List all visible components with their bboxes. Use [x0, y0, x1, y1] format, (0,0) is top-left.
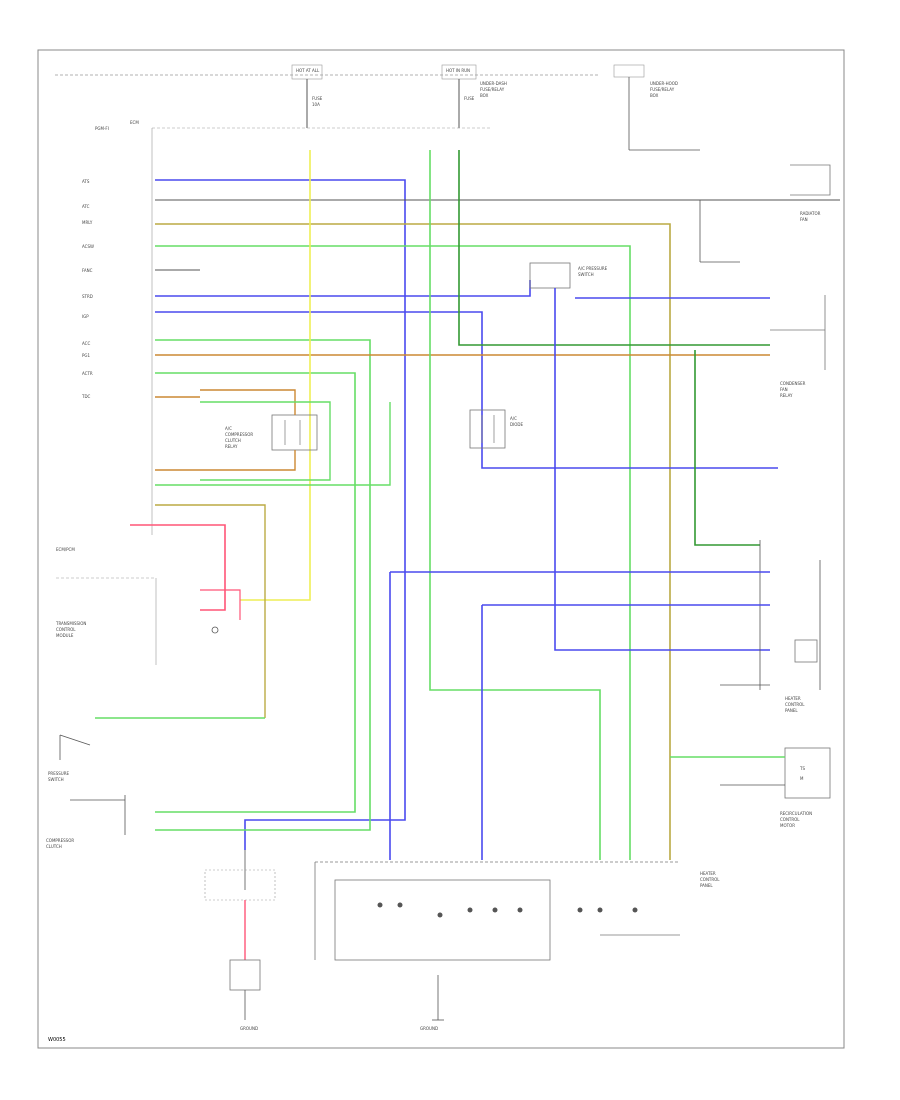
blower-switch-assembly: HEATER CONTROL PANEL	[314, 861, 720, 961]
wire-green-top-a	[429, 150, 601, 860]
svg-text:MOTOR: MOTOR	[780, 823, 795, 828]
svg-text:TRANSMISSION: TRANSMISSION	[55, 621, 86, 626]
svg-text:FUSE: FUSE	[464, 96, 475, 101]
wire-blue-pressure	[554, 288, 770, 651]
svg-text:RELAY: RELAY	[780, 393, 793, 398]
svg-text:PG1: PG1	[82, 353, 91, 358]
svg-text:ACTR: ACTR	[82, 371, 93, 376]
svg-text:DIODE: DIODE	[510, 422, 523, 427]
pressure-switch: PRESSURE SWITCH	[48, 734, 91, 782]
svg-text:MRLY: MRLY	[82, 220, 93, 225]
svg-text:HOT AT ALL: HOT AT ALL	[296, 68, 320, 73]
ambient-sensor: COMPRESSOR CLUTCH	[46, 795, 126, 849]
svg-text:SWITCH: SWITCH	[578, 272, 594, 277]
svg-text:PANEL: PANEL	[700, 883, 713, 888]
svg-text:TS: TS	[799, 766, 805, 771]
svg-text:UNDER-HOOD: UNDER-HOOD	[650, 81, 678, 86]
condenser-fan-relay: A/C DIODE	[469, 409, 523, 449]
wire-green-relay-a	[200, 401, 331, 481]
svg-text:M: M	[800, 776, 804, 781]
wire-red-a	[130, 524, 226, 611]
svg-text:PRESSURE: PRESSURE	[48, 771, 70, 776]
svg-text:RECIRCULATION: RECIRCULATION	[780, 811, 812, 816]
fuse-top-right: UNDER-HOOD FUSE/RELAY BOX	[613, 64, 700, 151]
svg-text:10A: 10A	[312, 102, 320, 107]
wire-orange-relay-b	[155, 450, 296, 471]
fuse-top-left: HOT AT ALL FUSE 10A	[291, 64, 323, 128]
wire-yellow	[240, 150, 311, 601]
svg-text:CONTROL: CONTROL	[780, 817, 800, 822]
svg-text:A/C: A/C	[225, 426, 232, 431]
svg-text:A/C PRESSURE: A/C PRESSURE	[578, 266, 608, 271]
svg-text:BOX: BOX	[650, 93, 659, 98]
svg-text:A/C: A/C	[510, 416, 517, 421]
wire-green-top-b	[458, 150, 770, 346]
wire-red-b	[200, 589, 241, 620]
ac-switch: HEATER CONTROL PANEL	[759, 540, 821, 713]
svg-text:PANEL: PANEL	[785, 708, 798, 713]
svg-text:UNDER-DASH: UNDER-DASH	[480, 81, 507, 86]
radiator-fan-relay: A/C PRESSURE SWITCH	[529, 262, 608, 289]
svg-text:RADIATOR: RADIATOR	[800, 211, 821, 216]
right-connector-top: RADIATOR FAN	[699, 164, 831, 263]
fuse-top-mid: HOT IN RUN FUSE UNDER-DASH FUSE/RELAY BO…	[441, 64, 507, 128]
wire-green-relay-b	[155, 402, 391, 486]
svg-text:FAN: FAN	[780, 387, 788, 392]
svg-text:COMPRESSOR: COMPRESSOR	[46, 838, 74, 843]
svg-text:COMPRESSOR: COMPRESSOR	[225, 432, 253, 437]
ground-symbol	[211, 626, 219, 634]
svg-text:CONTROL: CONTROL	[700, 877, 720, 882]
compressor-clutch-relay: A/C COMPRESSOR CLUTCH RELAY	[225, 414, 318, 451]
svg-text:FUSE/RELAY: FUSE/RELAY	[650, 87, 675, 92]
svg-text:FAN: FAN	[800, 217, 808, 222]
wire-darkgreen-right	[694, 350, 760, 546]
svg-text:ATC: ATC	[82, 204, 90, 209]
right-connector-mid: CONDENSER FAN RELAY	[770, 295, 826, 398]
svg-text:IGP: IGP	[82, 314, 89, 319]
svg-text:TDC: TDC	[81, 394, 91, 399]
clutch-diode: GROUND	[204, 850, 276, 1031]
svg-text:PGM-FI: PGM-FI	[95, 126, 109, 131]
svg-text:BOX: BOX	[480, 93, 489, 98]
svg-text:ECM: ECM	[130, 120, 139, 125]
svg-text:HOT IN RUN: HOT IN RUN	[446, 68, 470, 73]
wire-orange-relay	[200, 389, 296, 415]
svg-text:ACC: ACC	[82, 341, 90, 346]
svg-text:STRD: STRD	[82, 294, 93, 299]
diagram-code: W0055	[48, 1037, 66, 1043]
svg-text:CONDENSER: CONDENSER	[780, 381, 806, 386]
module-wires	[155, 179, 840, 860]
svg-text:FANC: FANC	[82, 268, 93, 273]
wire-olive-lower	[155, 504, 266, 718]
svg-text:FUSE/RELAY: FUSE/RELAY	[480, 87, 505, 92]
svg-text:CLUTCH: CLUTCH	[225, 438, 241, 443]
svg-text:RELAY: RELAY	[225, 444, 238, 449]
pin-labels: ATS ATC MRLY ACSW FANC STRD IGP ACC PG1 …	[81, 179, 94, 399]
svg-text:HEATER: HEATER	[700, 871, 716, 876]
svg-text:MODULE: MODULE	[56, 633, 74, 638]
svg-text:CONTROL: CONTROL	[785, 702, 805, 707]
svg-text:SWITCH: SWITCH	[48, 777, 64, 782]
control-module: PGM-FI ECM ECM/PCM	[56, 120, 490, 552]
svg-text:HEATER: HEATER	[785, 696, 801, 701]
evap-temp-sensor: TS M RECIRCULATION CONTROL MOTOR	[780, 747, 831, 828]
diagram-frame	[37, 49, 845, 1049]
svg-text:GROUND: GROUND	[240, 1026, 258, 1031]
lower-left-module: TRANSMISSION CONTROL MODULE	[55, 577, 157, 665]
svg-text:ACSW: ACSW	[82, 244, 94, 249]
svg-text:GROUND: GROUND	[420, 1026, 438, 1031]
ground-bottom: GROUND	[420, 975, 444, 1031]
svg-text:CLUTCH: CLUTCH	[46, 844, 62, 849]
svg-text:FUSE: FUSE	[312, 96, 323, 101]
svg-text:ATS: ATS	[82, 179, 90, 184]
svg-text:CONTROL: CONTROL	[56, 627, 76, 632]
svg-text:ECM/PCM: ECM/PCM	[56, 547, 75, 552]
